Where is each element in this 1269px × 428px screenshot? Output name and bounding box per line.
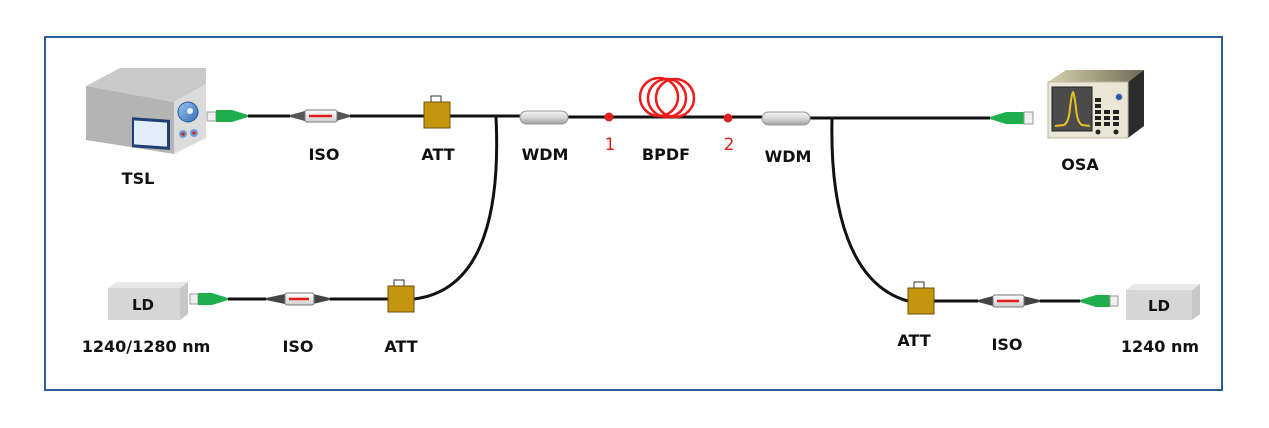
ld-left-label: LD bbox=[132, 296, 154, 314]
osa-connector-icon bbox=[990, 111, 1034, 125]
laser-diode-left[interactable] bbox=[108, 282, 188, 320]
tsl-connector-icon bbox=[206, 110, 248, 122]
att-bottom-right-label: ATT bbox=[897, 331, 930, 350]
diagram-frame bbox=[44, 36, 1223, 391]
ld-left-wavelength: 1240/1280 nm bbox=[82, 337, 211, 356]
ld-right-wavelength: 1240 nm bbox=[1121, 337, 1199, 356]
wdm-right-label: WDM bbox=[765, 147, 812, 166]
attenuator-bottom-right[interactable] bbox=[907, 281, 935, 315]
isolator-bottom-right[interactable] bbox=[978, 294, 1040, 308]
fiber-left-branch bbox=[413, 116, 499, 301]
att-top-label: ATT bbox=[421, 145, 454, 164]
wdm-left-label: WDM bbox=[522, 145, 569, 164]
isolator-top[interactable] bbox=[290, 109, 350, 123]
fiber-links bbox=[228, 114, 1080, 303]
test-point-2-label: 2 bbox=[724, 135, 735, 155]
osa-label: OSA bbox=[1061, 155, 1099, 174]
tsl-instrument[interactable] bbox=[86, 68, 206, 154]
wdm-left[interactable] bbox=[519, 110, 569, 125]
bpdf-coil-icon[interactable] bbox=[638, 76, 696, 119]
bpdf-label: BPDF bbox=[642, 145, 690, 164]
fiber-right-branch bbox=[830, 118, 909, 303]
tsl-label: TSL bbox=[122, 169, 155, 188]
attenuator-top[interactable] bbox=[423, 95, 451, 129]
iso-bottom-left-label: ISO bbox=[282, 337, 313, 356]
wdm-right[interactable] bbox=[761, 111, 811, 126]
test-point-1-label: 1 bbox=[605, 135, 616, 155]
test-point-2 bbox=[723, 113, 733, 123]
attenuator-bottom-left[interactable] bbox=[387, 279, 415, 313]
ld-right-label: LD bbox=[1148, 297, 1170, 315]
test-point-1 bbox=[604, 112, 614, 122]
laser-diode-right[interactable] bbox=[1126, 284, 1200, 320]
ld-right-connector-icon bbox=[1080, 295, 1119, 307]
att-bottom-left-label: ATT bbox=[384, 337, 417, 356]
iso-top-label: ISO bbox=[308, 145, 339, 164]
isolator-bottom-left[interactable] bbox=[266, 292, 330, 306]
osa-instrument[interactable] bbox=[1047, 70, 1144, 139]
ld-left-connector-icon bbox=[189, 293, 228, 305]
iso-bottom-right-label: ISO bbox=[991, 335, 1022, 354]
